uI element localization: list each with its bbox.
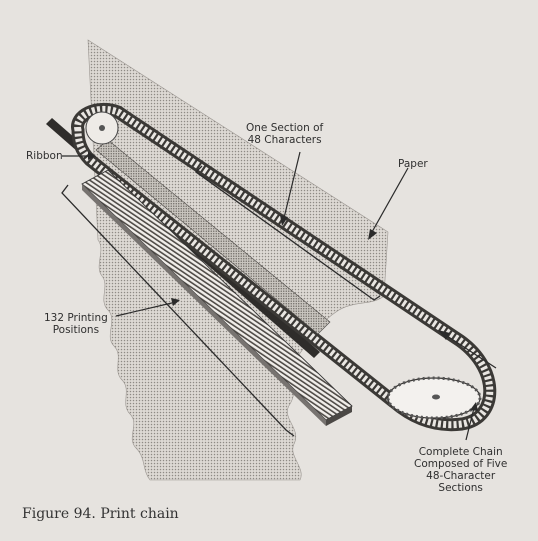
paper-label: Paper: [398, 158, 428, 170]
paper-leader: [371, 167, 409, 233]
section-label-line1: One Section of: [246, 122, 324, 134]
section-label-line2: 48 Characters: [247, 134, 322, 146]
chain-leader: [465, 407, 475, 441]
ribbon-label: Ribbon: [26, 150, 63, 162]
printing-leader: [115, 301, 177, 317]
complete-chain-label: Complete Chain Composed of Five 48-Chara…: [414, 446, 507, 494]
rotation-arrow: [443, 333, 497, 369]
chain-label-line2: Composed of Five: [414, 458, 508, 470]
printing-label-line1: 132 Printing: [44, 312, 108, 324]
section-label: One Section of 48 Characters: [246, 122, 323, 146]
chain-label-line4: Sections: [438, 482, 483, 494]
printing-label-line2: Positions: [52, 324, 100, 336]
printing-positions-bracket: [61, 184, 295, 437]
section-bracket: [194, 165, 381, 301]
chain-label-line1: Complete Chain: [418, 446, 503, 458]
figure-caption: Figure 94. Print chain: [22, 506, 179, 522]
section-leader: [283, 151, 301, 219]
chain-label-line3: 48-Character: [426, 470, 496, 482]
printing-positions-label: 132 Printing Positions: [44, 312, 108, 336]
